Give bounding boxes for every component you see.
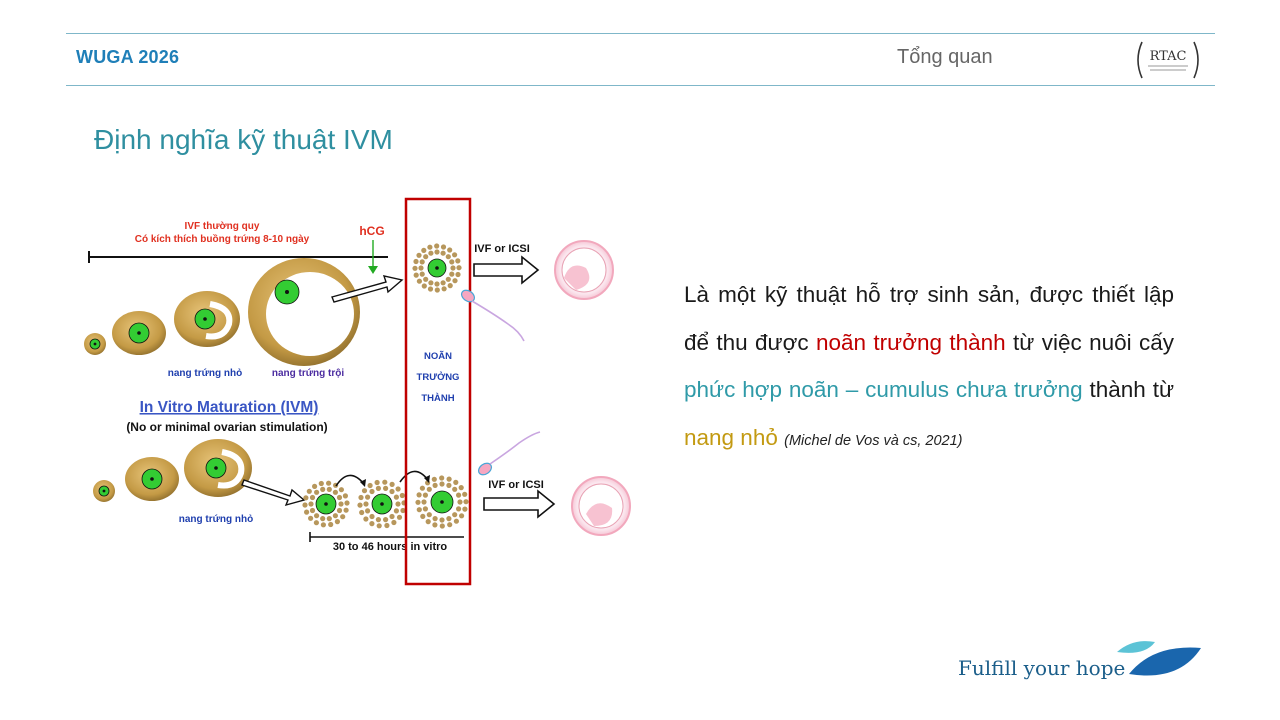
definition-part3: thành từ bbox=[1082, 377, 1175, 402]
follicle-small-1 bbox=[84, 333, 106, 355]
curved-arrow-1-head bbox=[360, 479, 366, 487]
embryo-bottom bbox=[571, 476, 631, 536]
follicle-bottom-1 bbox=[93, 480, 115, 502]
rtac-logo-text: RTAC bbox=[1150, 49, 1187, 64]
sperm-bottom bbox=[477, 431, 541, 476]
definition-part2: từ việc nuôi cấy bbox=[1005, 329, 1175, 355]
follicle-antral bbox=[174, 291, 240, 347]
leaf-logo bbox=[1117, 641, 1201, 676]
sperm-top bbox=[460, 289, 525, 342]
definition-part1: Là một kỹ thuật hỗ trợ sinh sản, được th… bbox=[684, 282, 1174, 355]
ivf-label-line1: IVF thường quy bbox=[185, 221, 260, 232]
coc-maturing bbox=[357, 479, 407, 529]
curved-arrow-1 bbox=[335, 474, 365, 487]
label-small-follicle-bottom: nang trứng nhỏ bbox=[179, 514, 253, 525]
ivm-subtitle: (No or minimal ovarian stimulation) bbox=[126, 420, 327, 434]
header-top-rule bbox=[66, 33, 1215, 34]
mature-label-line2: TRƯỞNG bbox=[417, 371, 460, 383]
hours-label: 30 to 46 hours in vitro bbox=[333, 541, 448, 553]
follicle-bottom-3 bbox=[184, 439, 252, 497]
arrow-dominant-to-oocyte bbox=[331, 275, 404, 303]
slide-title: Định nghĩa kỹ thuật IVM bbox=[94, 124, 393, 155]
hcg-label: hCG bbox=[359, 224, 384, 238]
ivf-label-line2: Có kích thích buồng trứng 8-10 ngày bbox=[135, 233, 310, 245]
citation: (Michel de Vos và cs, 2021) bbox=[784, 432, 963, 449]
label-dominant-follicle: nang trứng trội bbox=[272, 368, 344, 379]
curved-arrow-2 bbox=[399, 470, 429, 483]
highlight-oocyte-cumulus-complex: phức hợp noãn – cumulus chưa trưởng bbox=[684, 377, 1083, 402]
mature-label-line1: NOÃN bbox=[424, 351, 452, 362]
footer-slogan: Fulfill your hope bbox=[958, 656, 1126, 680]
rtac-logo: RTAC bbox=[1137, 41, 1199, 79]
hcg-arrowhead bbox=[368, 266, 378, 274]
arrow-to-embryo-bottom bbox=[483, 489, 556, 519]
arrow-to-embryo-top bbox=[473, 255, 540, 285]
highlight-mature-oocyte: noãn trưởng thành bbox=[815, 329, 1006, 355]
ivf-icsi-bottom-label: IVF or ICSI bbox=[488, 479, 544, 491]
embryo-top bbox=[554, 240, 614, 300]
ivf-icsi-top-label: IVF or ICSI bbox=[474, 243, 530, 255]
arrow-follicle-to-culture bbox=[241, 479, 306, 507]
mature-coc-bottom bbox=[415, 475, 469, 529]
label-small-follicle-top: nang trứng nhỏ bbox=[168, 368, 242, 379]
section-label: Tổng quan bbox=[897, 46, 993, 68]
mature-oocyte-frame bbox=[404, 197, 472, 586]
definition-paragraph: Là một kỹ thuật hỗ trợ sinh sản, được th… bbox=[684, 271, 1174, 465]
follicle-bottom-2 bbox=[125, 457, 179, 501]
culture-sequence bbox=[302, 475, 469, 529]
mature-label-line3: THÀNH bbox=[421, 393, 454, 404]
header-bottom-rule bbox=[66, 85, 1215, 86]
mature-coc-top bbox=[412, 243, 462, 293]
ivm-title: In Vitro Maturation (IVM) bbox=[140, 399, 319, 416]
follicle-dominant bbox=[248, 258, 360, 366]
highlight-small-follicle: nang nhỏ bbox=[684, 424, 778, 450]
brand-label: WUGA 2026 bbox=[76, 47, 180, 67]
follicle-small-2 bbox=[112, 311, 166, 355]
coc-immature bbox=[302, 480, 350, 528]
ivm-diagram: IVF thường quy Có kích thích buồng trứng… bbox=[84, 197, 631, 586]
curved-arrow-2-head bbox=[424, 475, 430, 483]
